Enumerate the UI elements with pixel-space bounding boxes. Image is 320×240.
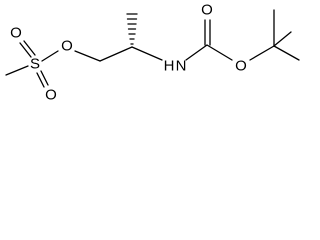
bond-tertbutyl-methyl-right [273, 45, 300, 61]
amine-nitrogen-label: N [176, 58, 187, 75]
bond-sulfur-oxygen-left-a [19, 42, 32, 58]
bond-ch2-ch [99, 46, 133, 62]
chemical-structure-diagram: O S O O N H O O [0, 0, 320, 112]
sulfonyl-oxygen-bottom-label: O [45, 87, 57, 104]
sulfonyl-oxygen-left-label: O [10, 25, 22, 42]
bond-tertbutyl-methyl-upper-right [273, 31, 292, 47]
bond-sulfur-oxygen-bottom-b [40, 70, 49, 86]
bond-sulfur-oxygen-bottom-a [36, 72, 45, 88]
amine-hydrogen-label: H [164, 58, 175, 75]
ester-oxygen-label: O [61, 38, 73, 55]
carbamate-oxygen-label: O [235, 58, 247, 75]
sulfur-label: S [30, 56, 40, 73]
hashed-wedge-bond-methyl [126, 13, 138, 45]
bond-sulfur-oxygen-left-b [23, 40, 36, 56]
bond-ch-nitrogen [131, 46, 163, 61]
bond-methyl-sulfur [5, 65, 29, 76]
molecule-drawing: O S O O N H O O [5, 2, 300, 104]
bond-nitrogen-carbonyl [185, 44, 208, 61]
carbonyl-oxygen-label: O [201, 2, 213, 19]
bond-sulfur-ester-oxygen [41, 50, 59, 62]
bond-carbonyl-carbamate-oxygen [206, 44, 233, 61]
bond-oxygen-tertbutyl [249, 45, 275, 61]
bond-ester-oxygen-ch2 [74, 50, 101, 62]
